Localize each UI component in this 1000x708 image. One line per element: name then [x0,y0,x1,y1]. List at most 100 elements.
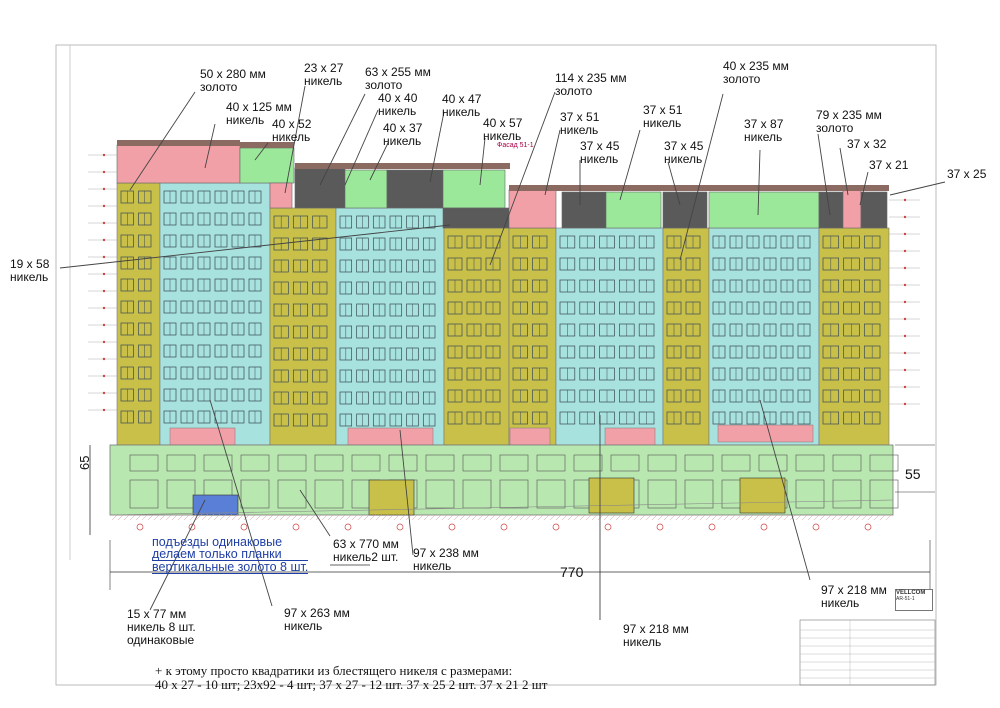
annotation-material: золото [723,72,761,86]
annotation-size: 23 x 27 [304,61,344,75]
annotation-size: 79 x 235 мм [816,108,882,122]
annotation-material: никель 8 шт. [127,620,196,634]
annotation-size: 37 x 45 [664,139,704,153]
annotation-material: никель2 шт. [333,550,399,564]
annotation-a18: 37 x 32 [847,138,886,151]
annotation-material: никель [226,113,265,127]
leader-line-21 [59,224,451,269]
entrance-note-line-1: подъезды одинаковые [152,535,283,549]
stamp-brand: VELLCOM [896,590,926,596]
leader-line-8 [429,111,445,183]
annotation-size: 97 x 263 мм [284,606,350,620]
annotation-size: 40 x 37 [383,121,423,135]
annotation-material: никель [821,596,860,610]
parapet-block-11 [605,191,662,229]
annotation-material: никель [272,130,311,144]
entrance-3 [588,477,635,514]
ground-strip-3 [509,427,551,446]
facade-section-10 [818,227,890,446]
parapet-block-8 [442,207,510,229]
annotation-extra: одинаковые [127,633,195,647]
annotation-size: 40 x 235 мм [723,59,789,73]
parapet-block-12 [662,191,708,229]
parapet-block-5 [344,169,388,209]
title-block [799,619,936,686]
parapet-block-15 [842,189,862,229]
parapet-block-16 [860,191,888,229]
entrance-note-line-2: делаем только планки [152,548,309,561]
leader-line-7 [369,142,389,181]
leader-line-16 [757,149,761,216]
facade-section-5 [443,227,510,446]
leader-line-11 [544,129,561,196]
annotation-material: никель [664,152,703,166]
annotation-material: золото [555,84,593,98]
parapet-block-10 [561,191,607,229]
parapet-block-13 [708,191,820,229]
annotation-size: 40 x 57 [483,116,523,130]
annotation-material: никель [378,104,417,118]
leader-line-23 [399,429,414,556]
annotation-size: 114 x 235 мм [555,71,627,85]
annotation-size: 97 x 238 мм [413,546,479,560]
annotation-size: 50 x 280 мм [200,67,266,81]
annotation-size: 37 x 45 [580,139,620,153]
annotation-material: никель [744,130,783,144]
annotation-size: 15 x 77 мм [127,607,187,621]
leader-lines [59,85,946,620]
ground-strip-5 [717,424,814,443]
annotation-size: 40 x 40 [378,91,418,105]
parapet-block-1 [116,144,241,184]
annotation-size: 97 x 218 мм [623,622,689,636]
facade-title: Фасад 51-1 [497,142,534,149]
parapet-block-9 [508,189,557,229]
annotation-material: никель [560,123,599,137]
footer-line-1: + к этому просто квадратики из блестящег… [155,663,513,678]
parapet-block-3 [269,182,293,209]
annotation-a19: 37 x 21 [869,159,908,172]
parapet-block-14 [818,191,844,229]
footer-note: + к этому просто квадратики из блестящег… [155,664,547,692]
footer-line-2: 40 х 27 - 10 шт; 23х92 - 4 шт; 37 х 27 -… [155,677,548,692]
ground-strip-2 [347,427,434,446]
company-stamp: VELLCOM AR-51-1 [895,589,933,611]
entrance-note: подъезды одинаковые делаем только планки… [152,535,309,574]
building-facade [88,140,920,531]
annotation-material: никель [643,116,682,130]
annotation-size: 37 x 51 [643,103,683,117]
annotation-material: никель [442,105,481,119]
leader-line-18 [839,147,849,196]
leader-line-2 [204,123,216,169]
dimension-height-right: 55 [905,466,921,482]
annotation-material: никель [10,270,49,284]
annotation-material: никель [623,635,662,649]
leader-line-10 [489,91,556,266]
dimension-width: 770 [560,564,584,580]
leader-line-3 [254,142,269,161]
annotation-material: никель [383,134,422,148]
annotation-material: никель [580,152,619,166]
leader-line-17 [817,133,831,216]
annotation-size: 19 x 58 [10,257,50,271]
leader-line-15 [679,93,724,261]
title-block-frame [799,619,936,686]
annotation-size: 37 x 87 [744,117,784,131]
entrance-1 [192,494,239,516]
